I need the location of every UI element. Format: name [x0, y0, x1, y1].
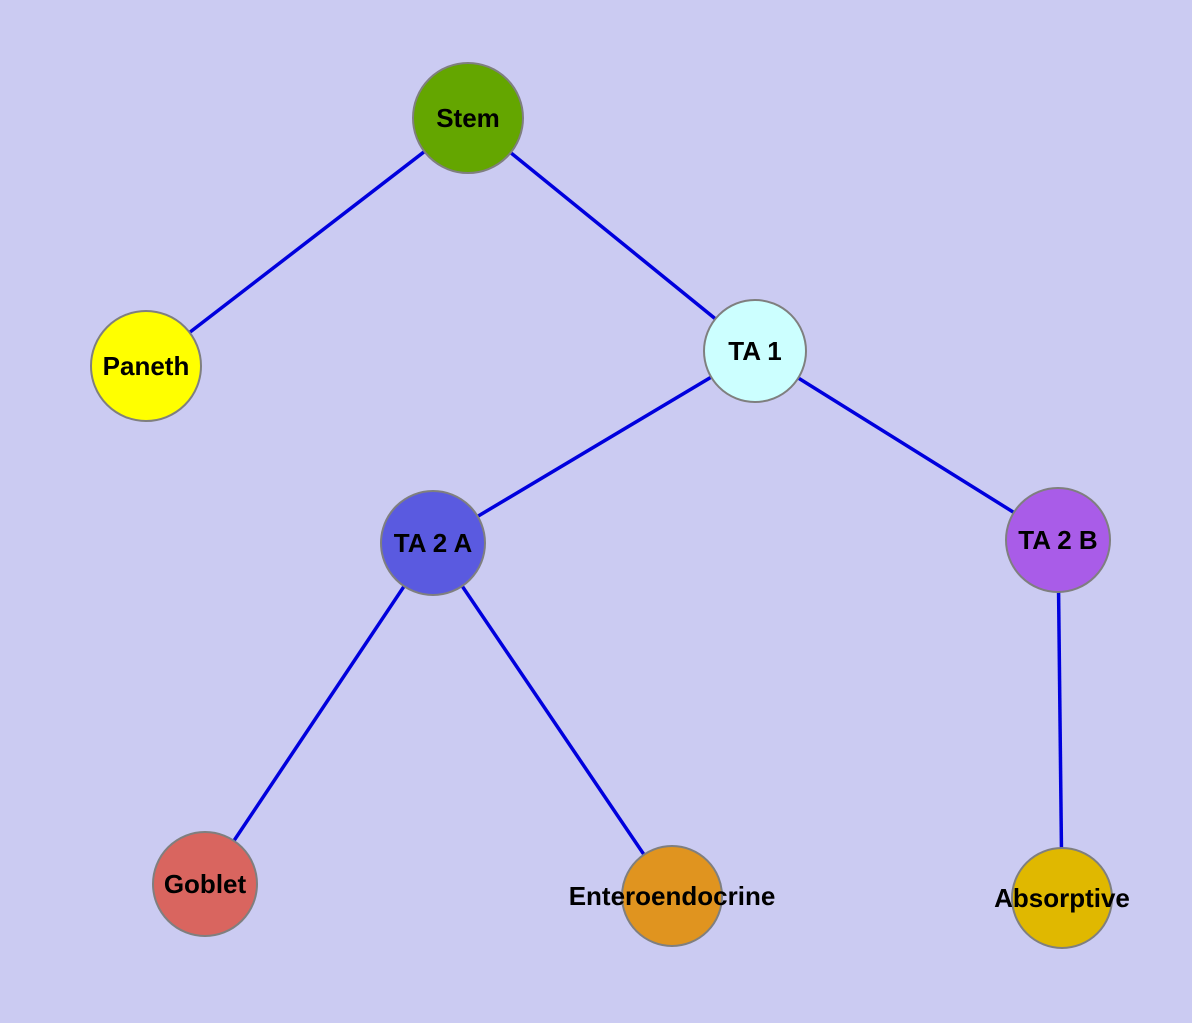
node-ta2a[interactable]: TA 2 A	[380, 490, 486, 596]
stem-circle[interactable]	[412, 62, 524, 174]
enteroendocrine-label: Enteroendocrine	[569, 881, 776, 911]
edge-ta2a-to-enteroendocrine	[431, 542, 674, 897]
edge-stem-to-paneth	[144, 116, 470, 368]
edge-ta1-to-ta2a	[432, 349, 756, 545]
stem-label: Stem	[436, 103, 500, 133]
ta2a-label: TA 2 A	[394, 528, 473, 558]
node-paneth[interactable]: Paneth	[90, 310, 202, 422]
edge-stem-to-ta1	[466, 116, 757, 353]
enteroendocrine-circle[interactable]	[621, 845, 723, 947]
ta1-label: TA 1	[728, 336, 781, 366]
ta2b-circle[interactable]	[1005, 487, 1111, 593]
node-absorptive[interactable]: Absorptive	[994, 847, 1130, 949]
paneth-label: Paneth	[103, 351, 190, 381]
goblet-circle[interactable]	[152, 831, 258, 937]
goblet-label: Goblet	[164, 869, 247, 899]
absorptive-label: Absorptive	[994, 883, 1130, 913]
node-stem[interactable]: Stem	[412, 62, 524, 174]
edge-ta1-to-ta2b	[754, 349, 1059, 542]
node-ta1[interactable]: TA 1	[703, 299, 807, 403]
edge-ta2a-to-goblet	[203, 542, 435, 885]
node-goblet[interactable]: Goblet	[152, 831, 258, 937]
ta2a-circle[interactable]	[380, 490, 486, 596]
absorptive-circle[interactable]	[1011, 847, 1113, 949]
node-ta2b[interactable]: TA 2 B	[1005, 487, 1111, 593]
node-enteroendocrine[interactable]: Enteroendocrine	[569, 845, 776, 947]
ta1-circle[interactable]	[703, 299, 807, 403]
paneth-circle[interactable]	[90, 310, 202, 422]
edge-ta2b-to-absorptive	[1056, 539, 1064, 899]
ta2b-label: TA 2 B	[1018, 525, 1097, 555]
